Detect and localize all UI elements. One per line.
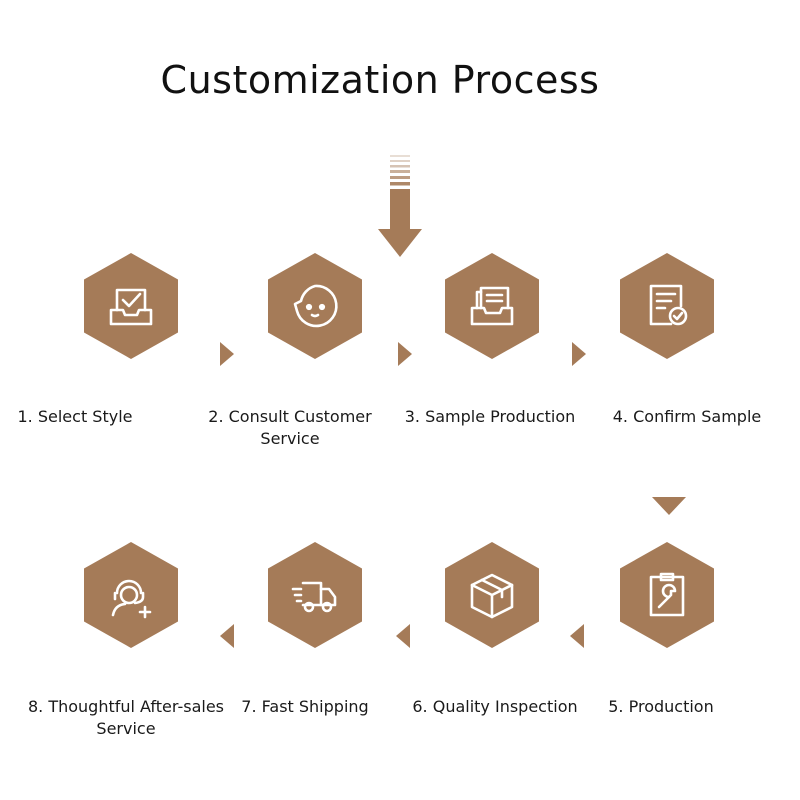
arrow-left-icon [570,624,584,648]
delivery-truck-icon [291,581,337,613]
document-tray-icon [470,286,514,326]
arrow-left-icon [220,624,234,648]
entry-down-arrow-icon [378,155,422,257]
page-title: Customization Process [160,58,600,102]
step-3-label: 3. Sample Production [404,407,576,426]
step-2-label: 2. Consult Customer Service [208,407,372,448]
arrow-right-icon [398,342,412,366]
document-check-icon [649,284,688,326]
support-agent-icon [111,579,152,619]
step-8-label: 8. Thoughtful After-sales Service [27,697,224,738]
arrow-down-icon [652,497,686,515]
step-1-label: 1. Select Style [17,407,133,426]
clipboard-wrench-icon [649,572,685,617]
step-8-hex [84,542,178,648]
step-4-hex [620,253,714,359]
step-5-label: 5. Production [608,697,714,716]
arrow-right-icon [220,342,234,366]
step-4-label: 4. Confirm Sample [612,407,762,426]
step-7-label: 7. Fast Shipping [241,697,369,716]
step-6-hex [445,542,539,648]
step-3-hex [445,253,539,359]
step-1-hex [84,253,178,359]
step-7-hex [268,542,362,648]
arrow-right-icon [572,342,586,366]
chat-face-icon [293,284,338,328]
step-5-hex [620,542,714,648]
package-box-icon [470,573,514,619]
step-6-label: 6. Quality Inspection [412,697,578,716]
arrow-left-icon [396,624,410,648]
inbox-check-icon [109,288,153,326]
step-2-hex [268,253,362,359]
